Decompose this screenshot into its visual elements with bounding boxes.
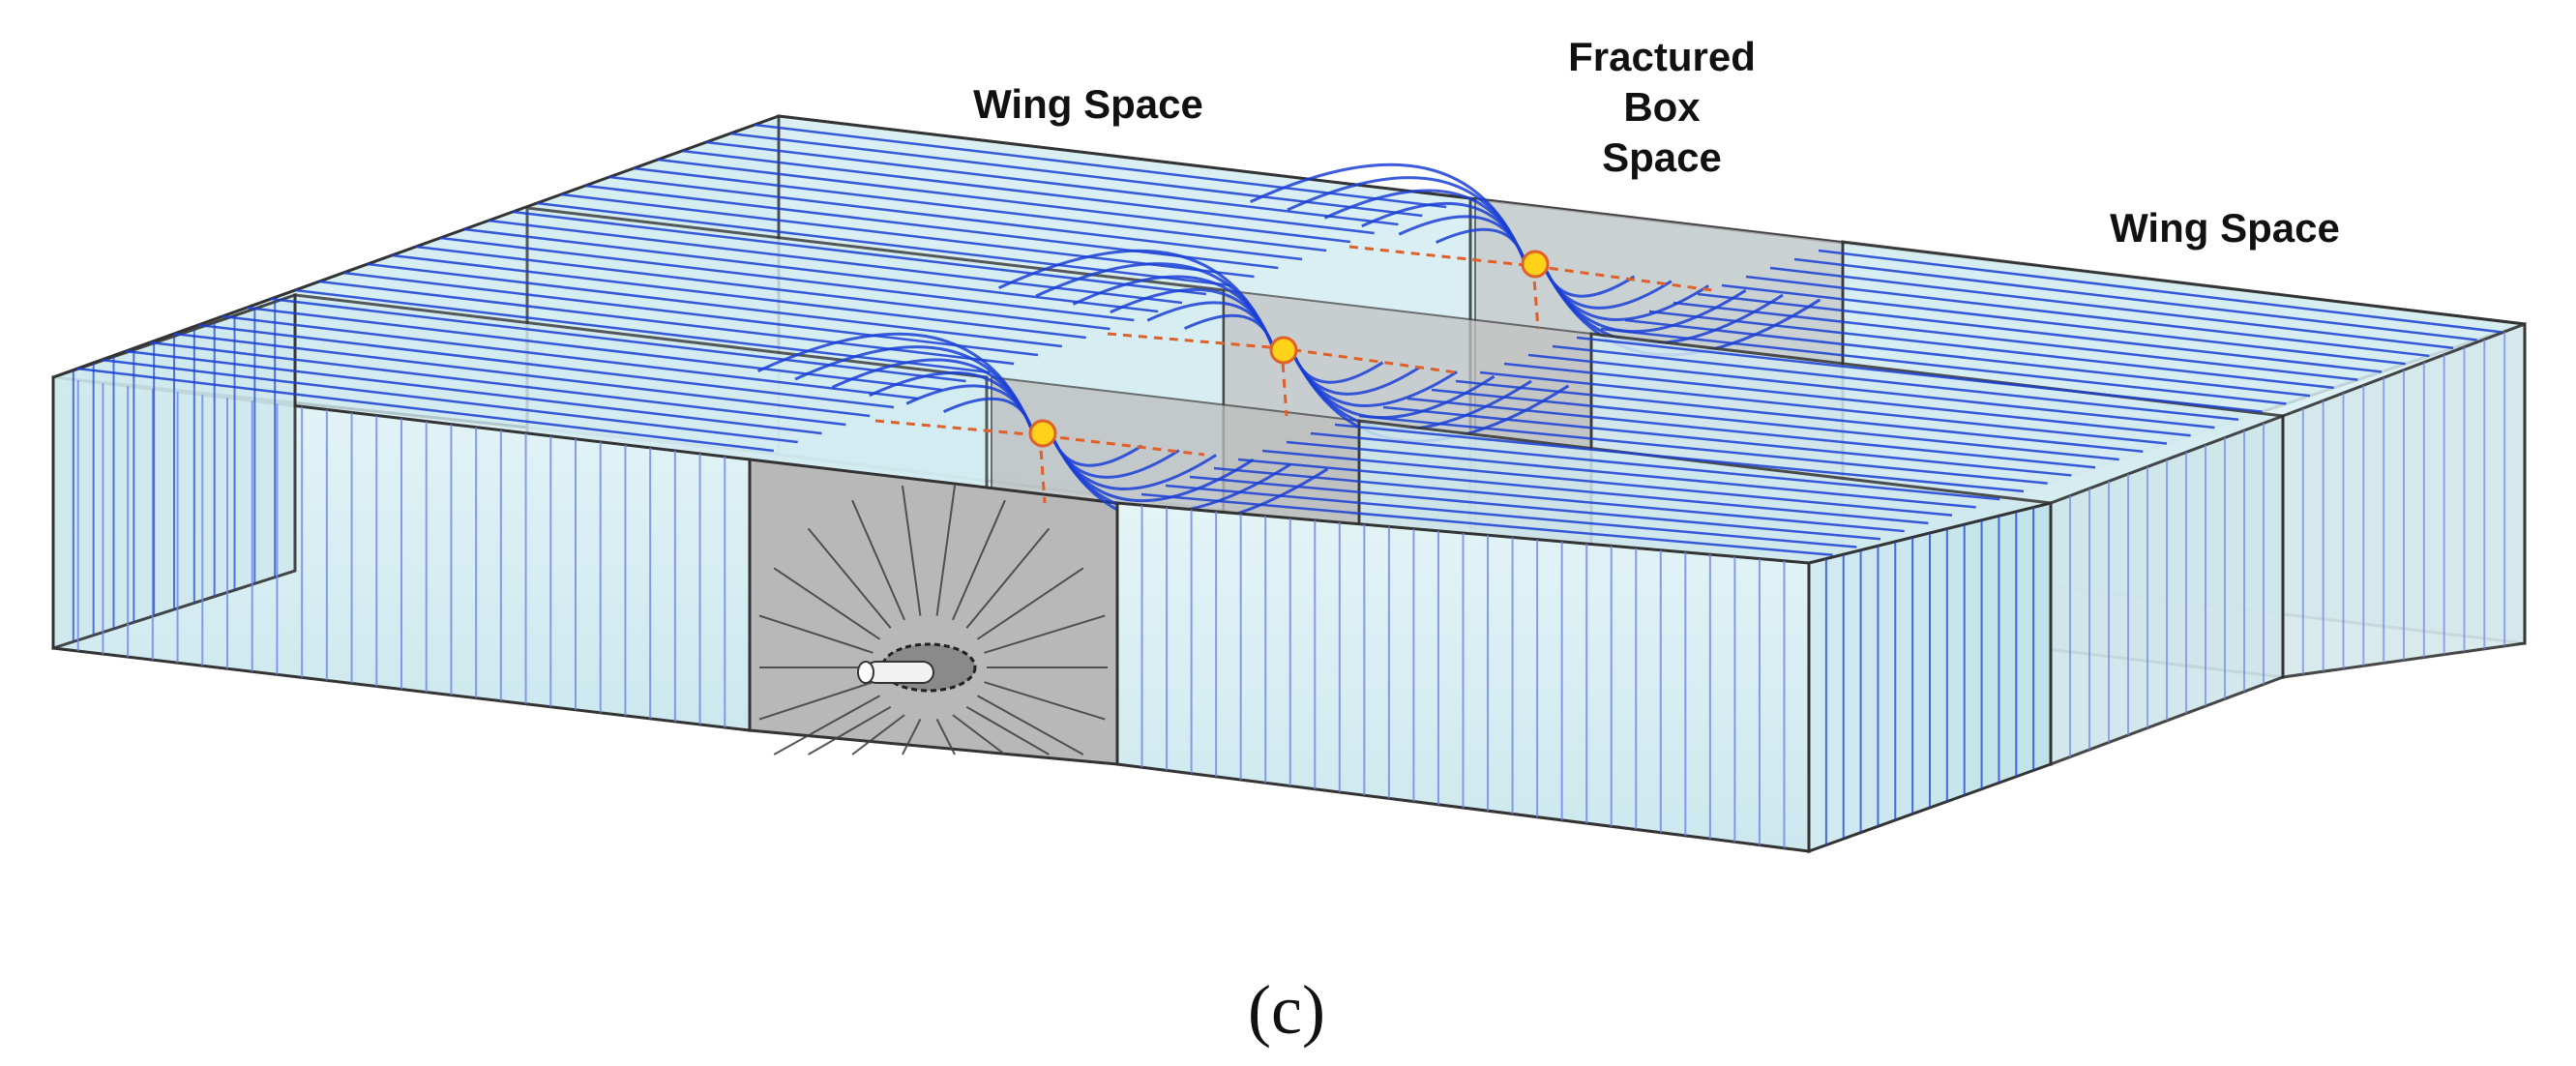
flow-line	[1793, 257, 2477, 341]
flow-line	[1769, 266, 2454, 349]
flow-line	[935, 718, 956, 755]
flow-line	[1648, 310, 2334, 390]
flow-line	[270, 297, 966, 383]
flow-line	[1503, 362, 2191, 437]
flow-line	[1455, 379, 2144, 453]
flow-line	[1818, 249, 2502, 334]
yellow-dot-icon	[1521, 250, 1550, 279]
flow-line	[1745, 275, 2430, 358]
front-fracture-plane	[748, 458, 1119, 766]
flow-line	[952, 714, 1006, 755]
flow-line	[1697, 292, 2383, 373]
flow-line	[125, 349, 822, 435]
flow-line	[633, 166, 1327, 252]
flow-line	[976, 695, 1084, 755]
flow-line	[101, 358, 798, 444]
flow-line	[246, 306, 942, 392]
flow-line	[902, 718, 922, 755]
flow-line	[463, 227, 1159, 313]
flow-line	[197, 323, 895, 409]
flow-line	[984, 681, 1106, 721]
flow-line	[935, 485, 957, 616]
flow-line	[681, 149, 1375, 235]
flow-line	[851, 714, 905, 755]
flow-line	[758, 681, 873, 721]
flow-line	[1721, 283, 2406, 366]
flow-line	[1165, 484, 1857, 548]
flow-line	[1479, 370, 2168, 445]
flow-line	[415, 245, 1110, 331]
flow-line	[1406, 397, 2096, 469]
flow-line	[1261, 449, 1953, 517]
yellow-dot-icon	[1028, 419, 1057, 448]
flow-line	[851, 499, 905, 621]
flow-line	[1673, 301, 2358, 381]
left-horizontal-flow-lines	[76, 123, 1447, 453]
flow-line	[1189, 475, 1881, 541]
yellow-dot-icon	[1269, 336, 1298, 365]
right-horizontal-flow-lines	[1140, 249, 2502, 557]
flow-line	[367, 262, 1062, 348]
flow-line	[342, 271, 1039, 357]
well-points	[1028, 250, 1550, 448]
flow-line	[807, 527, 892, 629]
flow-line	[965, 705, 1050, 755]
label-fractured-line-2: Box	[1623, 84, 1701, 130]
flow-line	[1431, 388, 2119, 461]
flow-line	[1237, 458, 1929, 525]
flow-line	[1334, 423, 2025, 493]
radial-flow-lines	[758, 485, 1108, 755]
flow-line	[488, 219, 1183, 305]
label-fractured-line-1: Fractured	[1568, 34, 1756, 79]
flow-line	[773, 695, 881, 755]
figure-caption: (c)	[1248, 971, 1325, 1049]
flow-line	[1576, 336, 2263, 413]
label-wing-space-right: Wing Space	[2110, 205, 2340, 251]
flow-line	[608, 175, 1303, 261]
flow-line	[773, 567, 881, 640]
wellbore-cylinder-icon	[857, 642, 977, 693]
flow-line	[439, 236, 1135, 322]
flow-line	[1527, 353, 2215, 429]
flow-line	[536, 201, 1230, 287]
label-fractured-line-3: Space	[1602, 134, 1722, 180]
flow-line	[318, 280, 1015, 366]
flow-line	[997, 249, 1276, 351]
flow-line	[758, 614, 873, 654]
flow-line	[1249, 163, 1527, 265]
flow-line	[512, 210, 1206, 296]
flow-line	[391, 253, 1086, 340]
flow-line	[705, 140, 1399, 226]
flow-line	[1140, 492, 1833, 557]
left-vertical-flow-lines	[72, 302, 726, 727]
flow-line	[1213, 466, 1905, 533]
flow-line	[952, 499, 1006, 621]
flow-line	[1310, 431, 2000, 501]
flow-line	[76, 367, 774, 453]
flow-line	[657, 158, 1350, 244]
flow-line	[173, 332, 871, 418]
flow-line	[560, 192, 1255, 279]
region-labels: Wing Space Fractured Box Space Wing Spac…	[973, 34, 2340, 251]
flow-line	[149, 341, 846, 427]
label-wing-space-left: Wing Space	[973, 81, 1203, 127]
flow-line	[756, 332, 1035, 434]
flow-line	[294, 288, 991, 374]
flow-line	[976, 567, 1084, 640]
flow-line	[901, 485, 922, 616]
flow-line	[1600, 327, 2287, 405]
flow-line	[1358, 414, 2048, 485]
flow-line	[1286, 440, 1976, 509]
flow-line	[808, 705, 892, 755]
flow-line	[222, 314, 918, 400]
flow-line	[1382, 405, 2072, 477]
flow-line	[965, 527, 1051, 629]
flow-line	[984, 614, 1106, 654]
flow-line	[584, 184, 1279, 270]
right-vertical-flow-lines	[1140, 331, 2506, 848]
flow-line	[1624, 318, 2311, 398]
flow-line	[1552, 344, 2239, 422]
